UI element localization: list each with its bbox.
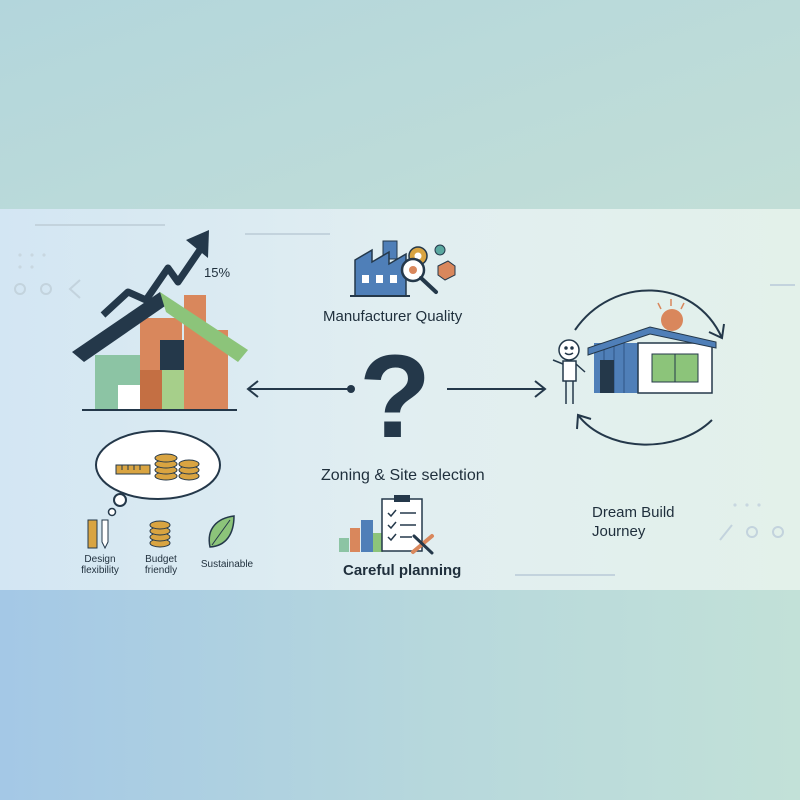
thought-cloud-icon: [95, 430, 221, 517]
question-mark: ?: [359, 331, 432, 463]
decorative-lines: [14, 224, 795, 576]
careful-planning-label: Careful planning: [343, 562, 462, 579]
factory-quality-icon: [350, 240, 456, 297]
left-arrow-dot: [347, 385, 355, 393]
benefit-label-design: Design flexibility: [81, 554, 119, 576]
cycle-arrows-icon: [574, 289, 725, 446]
modern-house-icon: [587, 299, 717, 394]
ruler-pencil-icon: [87, 519, 109, 550]
benefit-label-budget: Budget friendly: [144, 554, 178, 576]
leaf-icon: [208, 515, 235, 548]
person-icon: [552, 339, 586, 404]
planning-checklist-icon: [339, 495, 434, 555]
benefit-label-sustainable: Sustainable: [200, 559, 254, 570]
decorative-dots: [18, 253, 761, 507]
right-arrow-icon: [447, 380, 547, 398]
growth-percent-label: 15%: [204, 265, 231, 280]
coin-stack-icon: [149, 520, 171, 548]
manufacturer-quality-label: Manufacturer Quality: [323, 308, 463, 325]
zoning-site-selection-label: Zoning & Site selection: [321, 467, 485, 484]
dream-build-journey-label: Dream Build Journey: [592, 504, 675, 540]
left-arrow-icon: [246, 380, 351, 398]
house-growth-icon: [72, 230, 248, 411]
bottom-background-band: [0, 590, 800, 800]
